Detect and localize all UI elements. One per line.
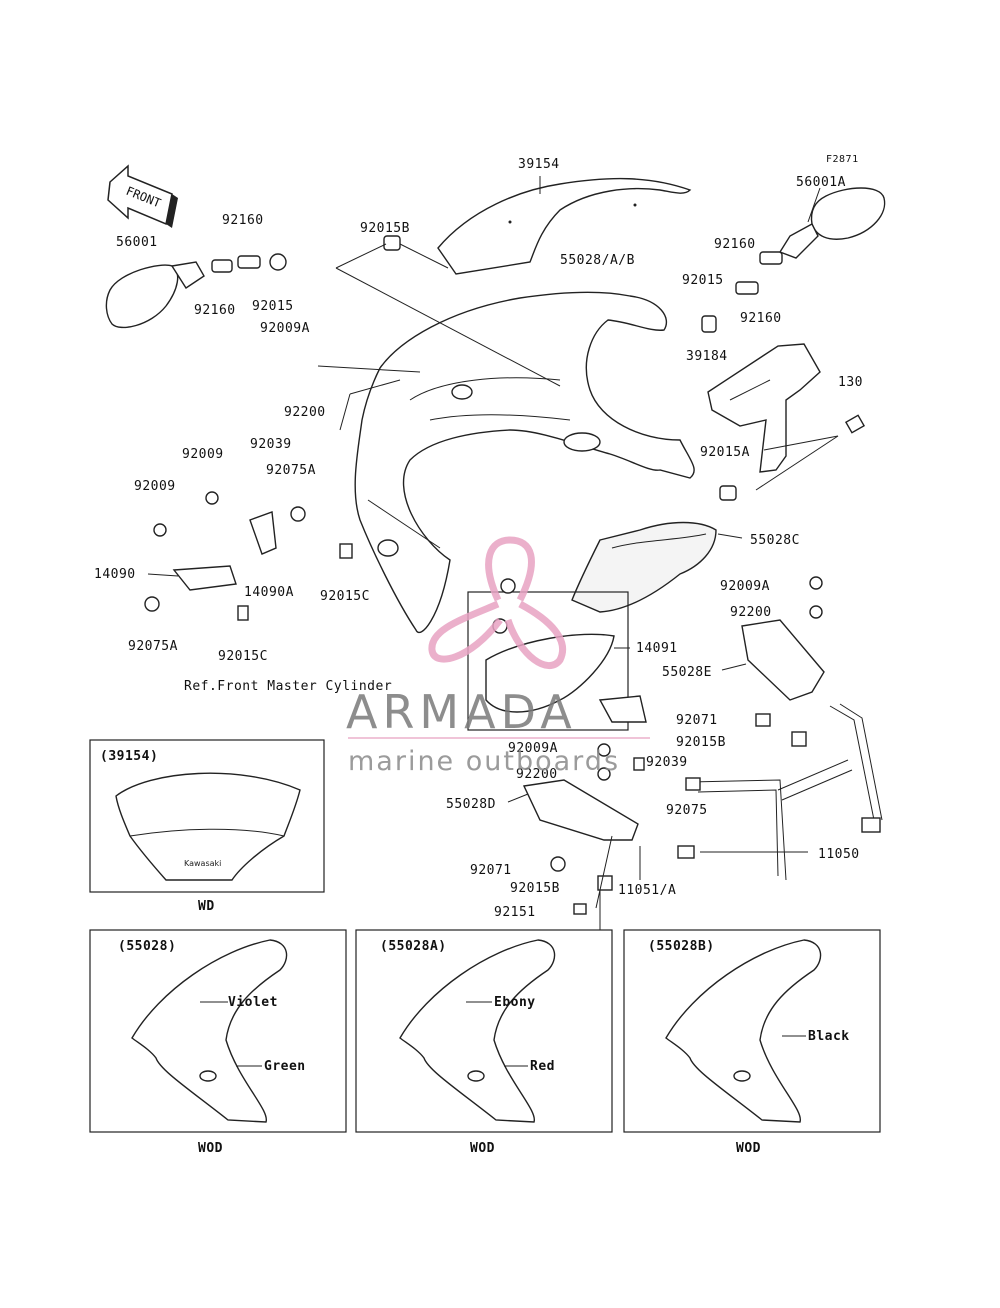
upper-fairing-part [354,291,695,634]
label-130: 130 [838,375,863,390]
right-mirror-hardware [701,251,783,333]
label-14090a: 14090A [244,585,294,600]
armada-watermark: ARMADA marine outboards [346,536,650,777]
watermark-brand: ARMADA [346,685,577,739]
label-92015b-r: 92015B [676,735,726,750]
variant-3-caption: WOD [736,1141,761,1156]
label-11051a: 11051/A [618,883,676,898]
lower-panel-55028d-part [522,743,695,915]
label-92200-low: 92200 [516,767,558,782]
variant-2-caption: WOD [470,1141,495,1156]
inset-caption: WD [198,899,215,914]
right-mirror-part [778,187,886,259]
variant-1-title: (55028) [118,939,176,954]
variant-3-title: (55028B) [648,939,715,954]
label-92075a-bot: 92075A [128,639,178,654]
label-92015-l: 92015 [252,299,294,314]
label-92151: 92151 [494,905,536,920]
stay-11050-part [685,703,883,881]
label-92071-r: 92071 [676,713,718,728]
label-92009-b: 92009 [134,479,176,494]
label-39184: 39184 [686,349,728,364]
label-92015-r: 92015 [682,273,724,288]
label-92075a-top: 92075A [266,463,316,478]
label-92009-a: 92009 [182,447,224,462]
variant-2-title: (55028A) [380,939,447,954]
windshield-inset: (39154) Kawasaki WD [89,739,325,914]
variant-3-color-1: Black [808,1029,850,1044]
variant-panel-1: (55028) Violet Green WOD [89,929,347,1156]
variant-2-color-2: Red [530,1059,555,1074]
label-92160-r1: 92160 [714,237,756,252]
label-92009a-low: 92009A [508,741,558,756]
label-92015b-low: 92015B [510,881,560,896]
label-92015c-mid: 92015C [320,589,370,604]
front-arrow-icon: FRONT [107,164,178,228]
label-92160-top: 92160 [222,213,264,228]
label-92015a: 92015A [700,445,750,460]
figure-code: F2871 [826,154,859,165]
variant-1-color-1: Violet [228,995,278,1010]
label-55028c: 55028C [750,533,800,548]
label-14091: 14091 [636,641,678,656]
label-92200-r: 92200 [730,605,772,620]
windshield-part [437,177,692,275]
bracket-14090-part [144,491,353,621]
variant-1-color-2: Green [264,1059,306,1074]
inset-title: (39154) [100,749,158,764]
master-cylinder-area [467,578,647,731]
bolt-130-part [755,414,866,491]
inner-panel-55028c-part [571,521,717,613]
label-92160-r2: 92160 [740,311,782,326]
label-56001a: 56001A [796,175,846,190]
label-92200-top: 92200 [284,405,326,420]
label-11050: 11050 [818,847,860,862]
label-92015b-top: 92015B [360,221,410,236]
left-mirror-part [105,261,205,329]
label-92009a-top: 92009A [260,321,310,336]
side-panel-55028e-part [741,576,825,747]
bracket-39184-part [707,343,821,473]
variant-panel-3: (55028B) Black WOD [623,929,881,1156]
variant-panel-2: (55028A) Ebony Red WOD [355,929,613,1156]
label-55028d: 55028D [446,797,496,812]
label-14090: 14090 [94,567,136,582]
label-92015c-bot: 92015C [218,649,268,664]
left-mirror-hardware [211,253,287,273]
label-92039-low: 92039 [646,755,688,770]
label-92009a-r: 92009A [720,579,770,594]
variant-1-caption: WOD [198,1141,223,1156]
variant-2-color-1: Ebony [494,995,536,1010]
label-56001: 56001 [116,235,158,250]
propeller-logo-icon [428,536,567,669]
label-ref-master-cylinder: Ref.Front Master Cylinder [184,679,392,694]
watermark-tagline: marine outboards [348,746,620,777]
nut-92015a-part [719,485,737,501]
label-55028ab: 55028/A/B [560,253,635,268]
label-92160-l: 92160 [194,303,236,318]
grommet-92015b-part [383,235,401,251]
leader-lines [147,176,839,930]
label-55028e: 55028E [662,665,712,680]
label-39154: 39154 [518,157,560,172]
label-92039-top: 92039 [250,437,292,452]
kawasaki-decal: Kawasaki [184,859,221,868]
label-92075: 92075 [666,803,708,818]
label-92071-low: 92071 [470,863,512,878]
